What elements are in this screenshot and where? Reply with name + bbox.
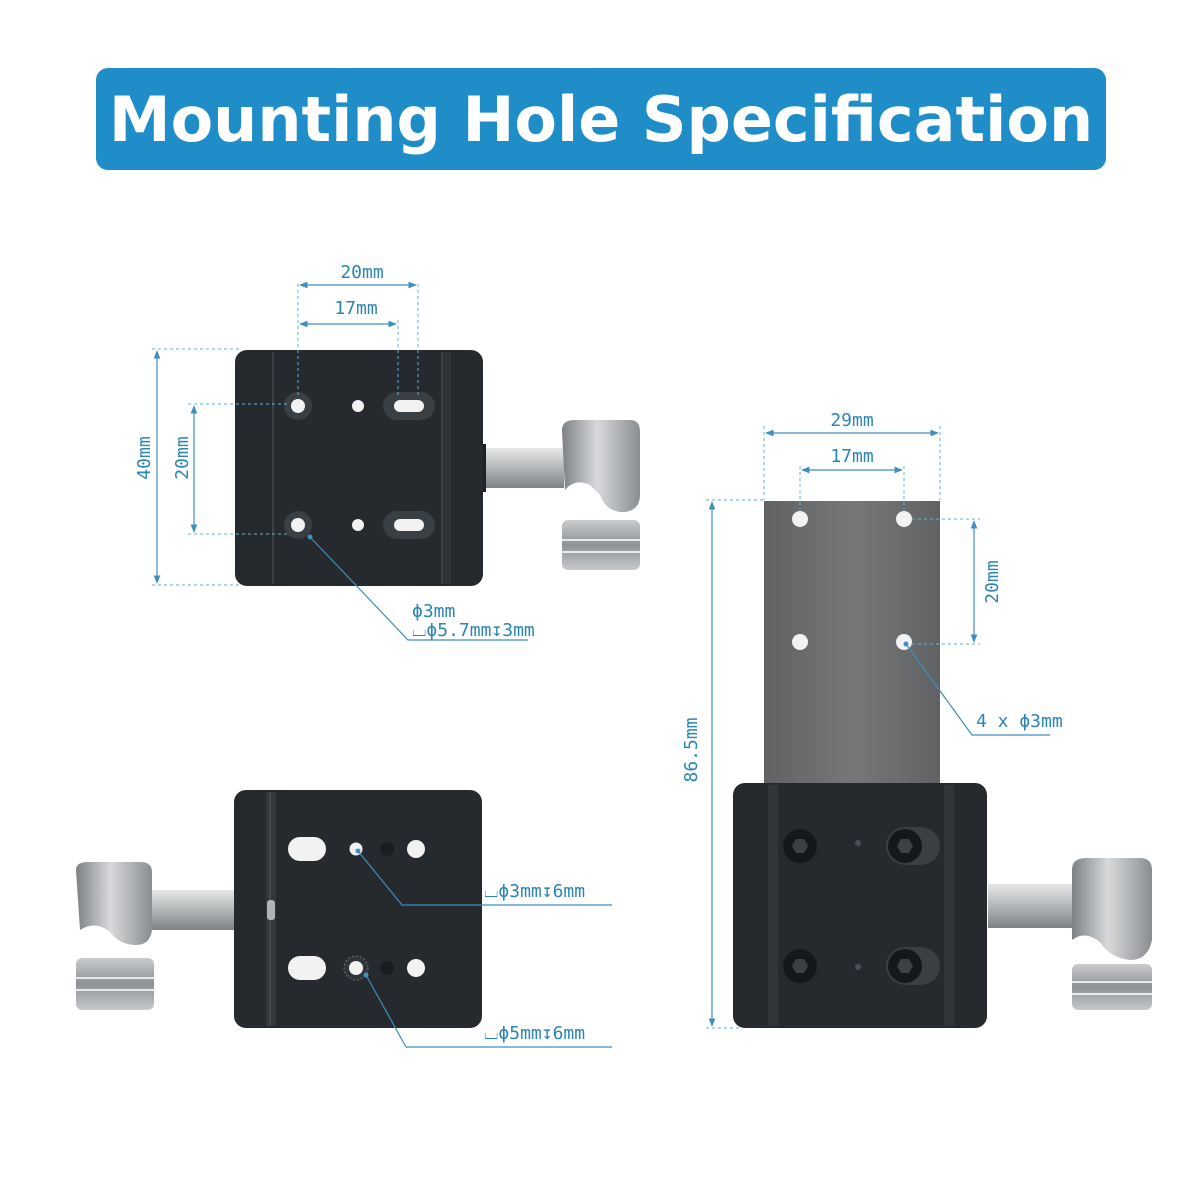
slot-hole — [288, 837, 326, 861]
callout-hole-large: ⌴ϕ5mm↧6mm — [484, 1023, 585, 1044]
dim-height-outer: 40mm — [134, 436, 155, 479]
plate-hole — [896, 511, 912, 527]
through-hole — [407, 840, 425, 858]
page-title: Mounting Hole Specification — [108, 82, 1094, 156]
dim-hole-spacing: 20mm — [982, 560, 1003, 603]
callout-leader — [357, 850, 612, 906]
dim-total-height: 86.5mm — [681, 717, 702, 782]
slot-hole — [288, 956, 326, 980]
mounting-plate — [764, 501, 940, 801]
shaft — [150, 890, 236, 930]
callout-counterbore: ⌴ϕ5.7mm↧3mm — [412, 620, 535, 641]
title-banner: Mounting Hole Specification — [96, 68, 1106, 170]
shaft — [484, 448, 564, 488]
view-bottom-left: ⌴ϕ3mm↧6mm ⌴ϕ5mm↧6mm — [76, 790, 612, 1048]
small-hole — [352, 519, 364, 531]
callout-hole-small: ⌴ϕ3mm↧6mm — [484, 881, 585, 902]
plate-hole — [896, 634, 912, 650]
knob — [562, 420, 640, 570]
knob — [76, 862, 154, 1010]
view-right: 29mm 17mm 20mm 86.5mm 4 x ϕ3mm — [681, 410, 1152, 1029]
shaft — [988, 884, 1078, 928]
small-hole — [352, 400, 364, 412]
callout-leader — [309, 536, 528, 641]
callout-holes: 4 x ϕ3mm — [976, 711, 1063, 732]
dim-height-inner: 20mm — [172, 436, 193, 479]
dim-width-outer: 29mm — [830, 410, 873, 431]
dim-width-outer: 20mm — [340, 262, 383, 283]
dim-width-inner: 17mm — [334, 298, 377, 319]
tapped-hole-large — [349, 961, 363, 975]
callout-leader — [365, 974, 612, 1048]
plate-hole — [792, 634, 808, 650]
knob — [1072, 858, 1152, 1010]
plate-hole — [792, 511, 808, 527]
dim-width-inner: 17mm — [830, 446, 873, 467]
callout-leader — [905, 643, 1050, 736]
callout-through-hole: ϕ3mm — [412, 601, 455, 622]
view-top-left: 20mm 17mm 40mm 20mm ϕ3mm ⌴ϕ5.7mm↧3mm — [134, 262, 640, 641]
through-hole — [407, 959, 425, 977]
